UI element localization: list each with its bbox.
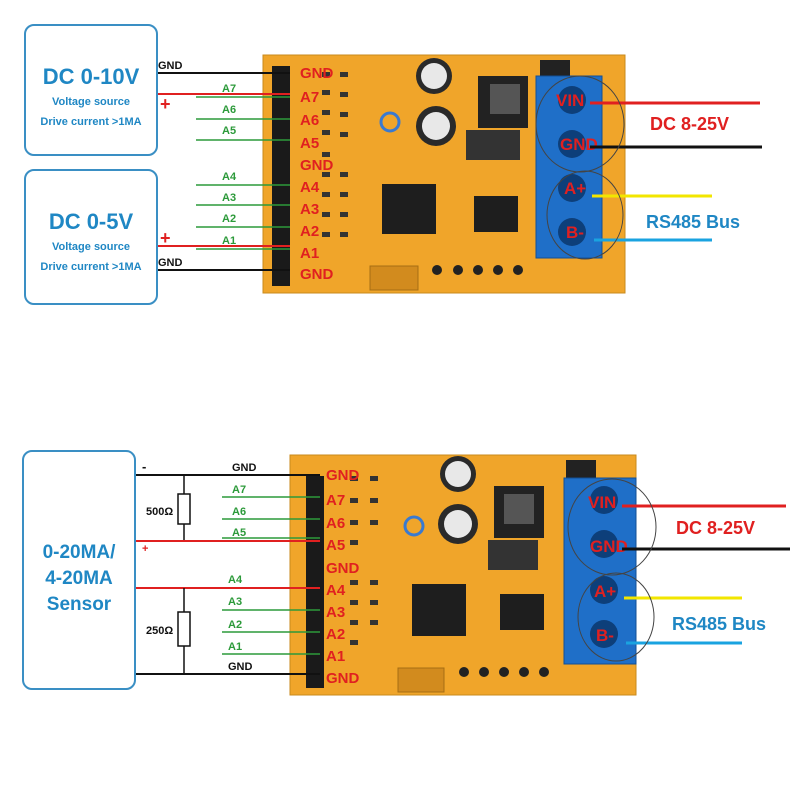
wire-label-gnd: GND — [232, 462, 257, 474]
wire-label-gnd: GND — [158, 257, 183, 269]
pin-label: A2 — [300, 223, 319, 240]
terminal-label: VIN — [556, 91, 584, 110]
board-pin-labels-bottom: GND A7 A6 A5 GND A4 A3 A2 A1 GND — [326, 467, 360, 687]
board-pin-labels-top: GND A7 A6 A5 GND A4 A3 A2 A1 GND — [300, 65, 334, 283]
pin-label: GND — [326, 560, 360, 577]
wires-bottom — [136, 474, 320, 675]
source-subtitle: Voltage source — [51, 96, 131, 108]
power-label-bottom: DC 8-25V — [676, 518, 755, 538]
wire-labels-bottom: - + 500Ω 250Ω GND A7 A6 A5 A4 A3 A2 A1 G… — [142, 459, 257, 673]
terminal-label: GND — [560, 135, 598, 154]
wire-label: A5 — [232, 527, 246, 539]
wire-label: A7 — [222, 83, 236, 95]
source-current: Drive current >1MA — [40, 116, 142, 128]
power-bus-top — [535, 75, 762, 260]
sensor-label-line1: 0-20MA/ — [42, 542, 116, 563]
pin-label: GND — [300, 266, 334, 283]
wire-labels-top-source2: A4 A3 A2 + A1 GND — [158, 171, 237, 269]
wire-label-gnd: GND — [158, 60, 183, 72]
wire-labels-top-source1: GND + A7 A6 A5 — [158, 60, 236, 137]
wire-label-gnd: GND — [228, 661, 253, 673]
pin-label: A1 — [326, 648, 345, 665]
current-sensor-box: 0-20MA/ 4-20MA Sensor — [22, 450, 136, 690]
pin-label: A7 — [300, 89, 319, 106]
wire-label: A1 — [222, 235, 236, 247]
source-title: DC 0-5V — [48, 209, 134, 234]
source-title: DC 0-10V — [42, 64, 140, 89]
terminal-label: GND — [590, 537, 628, 556]
voltage-source-0-10v: DC 0-10V Voltage source Drive current >1… — [24, 24, 158, 156]
wires-top-source2 — [158, 184, 290, 271]
wire-label: A7 — [232, 484, 246, 496]
wire-label: A5 — [222, 125, 236, 137]
terminal-labels-top: VIN GND A+ B- — [556, 91, 598, 242]
wire-label: A4 — [222, 171, 237, 183]
pin-label: A3 — [326, 604, 345, 621]
pin-label: A2 — [326, 626, 345, 643]
resistor-250-label: 250Ω — [146, 625, 173, 637]
terminal-label: A+ — [564, 179, 586, 198]
pin-label: A3 — [300, 201, 319, 218]
pin-label: GND — [326, 670, 360, 687]
pin-label: A1 — [300, 245, 319, 262]
bus-label-bottom: RS485 Bus — [672, 614, 766, 634]
sensor-label-line2: 4-20MA — [45, 568, 113, 589]
source-subtitle: Voltage source — [51, 241, 131, 253]
wire-label: A2 — [228, 619, 242, 631]
wire-label: A3 — [228, 596, 242, 608]
pin-label: A6 — [326, 515, 345, 532]
bus-label-top: RS485 Bus — [646, 212, 740, 232]
pin-label: A5 — [300, 135, 319, 152]
sensor-plus: + — [142, 543, 148, 555]
pin-label: A6 — [300, 112, 319, 129]
sensor-minus: - — [142, 459, 146, 474]
pin-label: GND — [326, 467, 360, 484]
sensor-label-line3: Sensor — [46, 594, 112, 615]
wire-label: A1 — [228, 641, 242, 653]
pin-label: A4 — [326, 582, 346, 599]
wire-label-plus: + — [160, 94, 171, 114]
pin-label: A4 — [300, 179, 320, 196]
power-bus-bottom — [567, 478, 790, 662]
terminal-label: B- — [596, 626, 614, 645]
wire-label-plus: + — [160, 228, 171, 248]
terminal-label: B- — [566, 223, 584, 242]
wires-top-source1 — [158, 72, 290, 141]
terminal-label: VIN — [588, 493, 616, 512]
wire-label: A3 — [222, 192, 236, 204]
wire-label: A4 — [228, 574, 243, 586]
pin-label: GND — [300, 157, 334, 174]
module-board-bottom — [289, 454, 637, 696]
power-label-top: DC 8-25V — [650, 114, 729, 134]
pin-label: GND — [300, 65, 334, 82]
voltage-source-0-5v: DC 0-5V Voltage source Drive current >1M… — [24, 169, 158, 305]
source-current: Drive current >1MA — [40, 261, 142, 273]
wire-label: A2 — [222, 213, 236, 225]
wire-label: A6 — [232, 506, 246, 518]
wire-label: A6 — [222, 104, 236, 116]
terminal-label: A+ — [594, 582, 616, 601]
resistor-500-label: 500Ω — [146, 506, 173, 518]
pin-label: A7 — [326, 492, 345, 509]
pin-label: A5 — [326, 537, 345, 554]
terminal-labels-bottom: VIN GND A+ B- — [588, 493, 628, 645]
module-board-top — [262, 54, 626, 294]
